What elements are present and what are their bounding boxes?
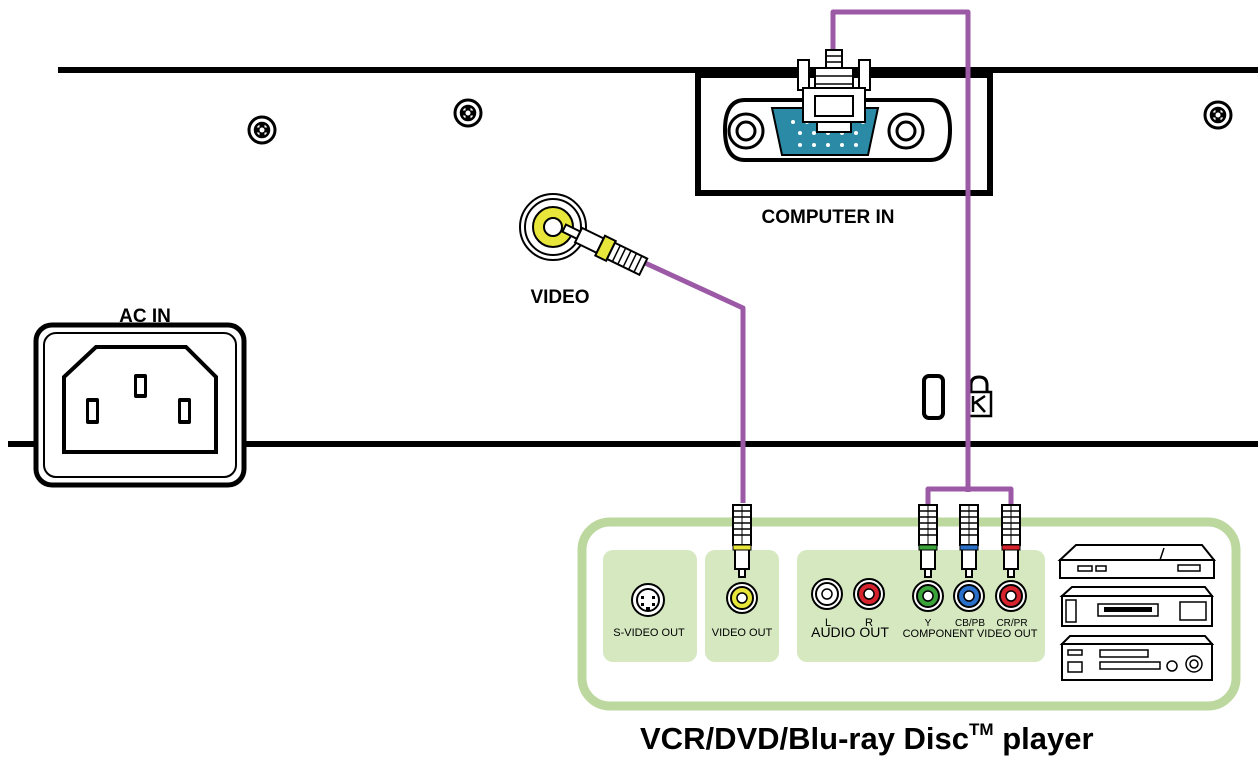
cables xyxy=(641,9,1014,510)
svideo-out-label: S-VIDEO OUT xyxy=(613,627,685,639)
audio-r-jack xyxy=(853,578,885,610)
player-panel: S-VIDEO OUT VIDEO OUT L R AUDIO OUT xyxy=(577,504,1241,711)
dvd-player-icon xyxy=(1057,544,1217,579)
component-y-plug-collar xyxy=(918,544,938,551)
vga-plug xyxy=(797,49,871,133)
component-y-plug xyxy=(918,504,938,578)
screw-icon xyxy=(453,98,483,128)
svideo-out-jack xyxy=(631,583,665,617)
video-plug xyxy=(561,223,649,277)
component-y-label: Y xyxy=(925,618,932,629)
component-cr-jack xyxy=(995,580,1027,612)
vcr-icon xyxy=(1059,586,1215,627)
kensington-lock-icon xyxy=(965,375,993,418)
bluray-player-icon xyxy=(1059,635,1215,681)
ac-in-port xyxy=(33,322,247,488)
component-y-jack xyxy=(912,580,944,612)
component-cb-plug-collar xyxy=(959,544,979,551)
audio-r-label: R xyxy=(865,617,873,629)
component-cable-bridge xyxy=(925,486,1014,510)
video-out-plug xyxy=(732,504,752,578)
ac-in-label: AC IN xyxy=(119,306,171,327)
video-out-plug-collar xyxy=(732,544,752,551)
component-cb-jack xyxy=(953,580,985,612)
computer-in-label: COMPUTER IN xyxy=(762,207,895,228)
component-cr-plug xyxy=(1001,504,1021,578)
trademark-mark: TM xyxy=(969,720,994,739)
audio-l-label: L xyxy=(825,617,831,629)
video-out-label: VIDEO OUT xyxy=(712,627,773,639)
audio-l-jack xyxy=(811,578,843,610)
video-label: VIDEO xyxy=(530,287,589,308)
component-cb-plug xyxy=(959,504,979,578)
component-cr-plug-collar xyxy=(1001,544,1021,551)
component-cr-label: CR/PR xyxy=(996,618,1027,629)
audio-out-label: AUDIO OUT xyxy=(811,624,889,640)
component-cb-label: CB/PB xyxy=(955,618,985,629)
screw-icon xyxy=(247,115,277,145)
video-cable xyxy=(641,259,746,503)
screw-icon xyxy=(1203,100,1233,130)
player-title-suffix: player xyxy=(993,721,1094,756)
video-in-jack xyxy=(519,193,587,261)
player-title-main: VCR/DVD/Blu-ray Disc xyxy=(640,721,970,756)
component-out-label: COMPONENT VIDEO OUT xyxy=(903,628,1038,640)
player-title: VCR/DVD/Blu-ray DiscTM player xyxy=(640,720,1240,757)
video-out-jack xyxy=(726,582,758,614)
projector-panel: AC IN VIDEO COM xyxy=(8,67,1258,488)
computer-in-cable xyxy=(830,9,971,492)
security-slot xyxy=(922,374,945,420)
